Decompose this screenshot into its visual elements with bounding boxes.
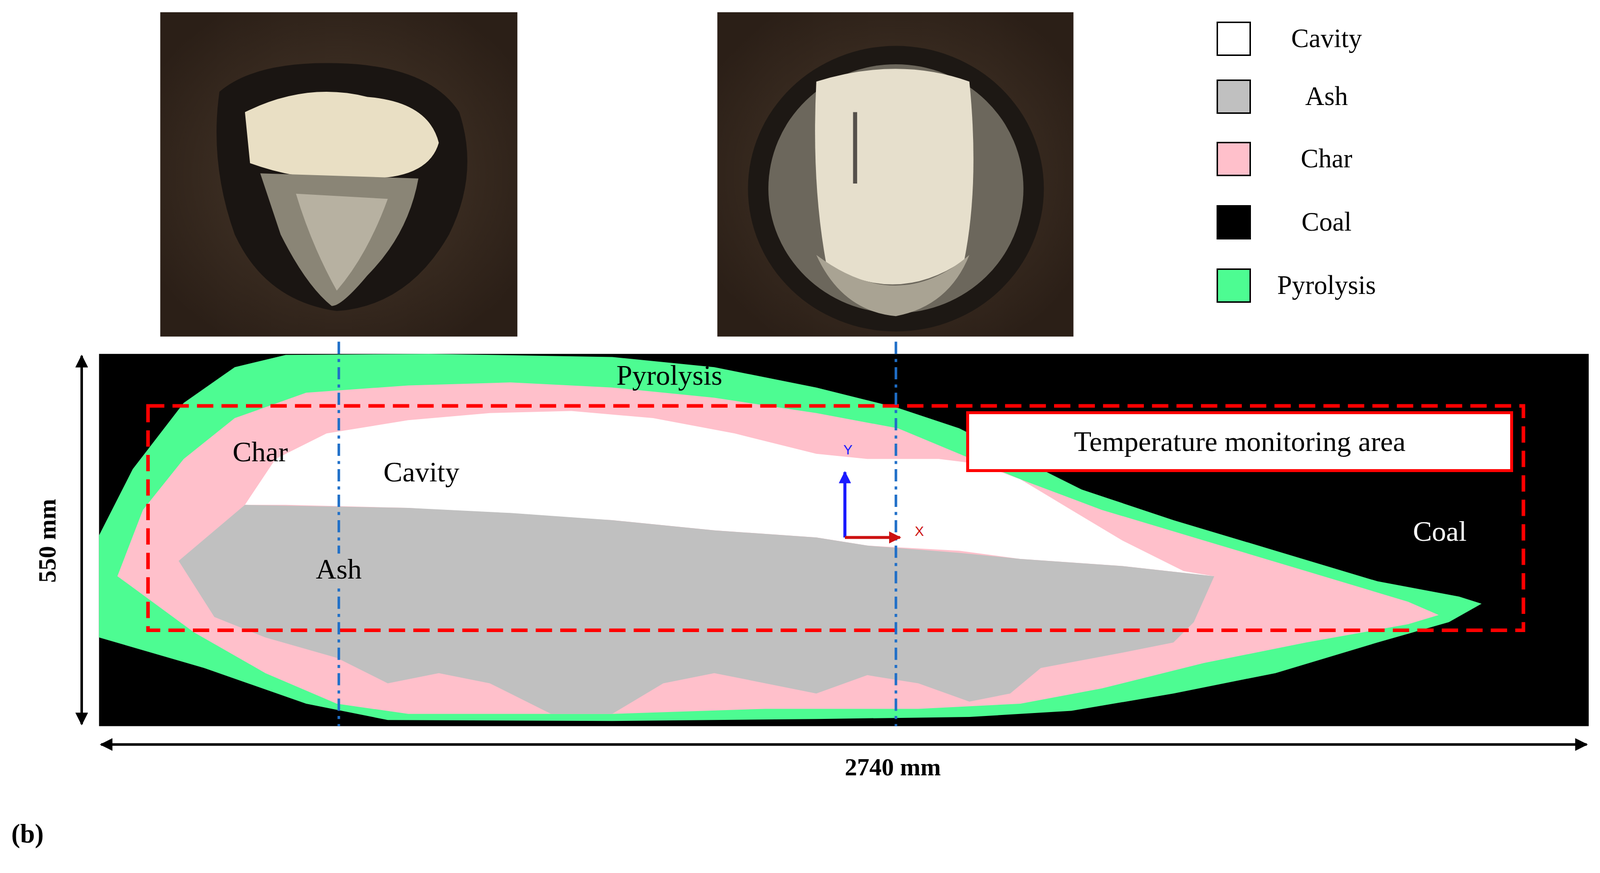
axis-arrow	[843, 472, 847, 538]
axis-label: Y	[843, 442, 853, 458]
axis-arrow	[844, 536, 900, 540]
zone-label: Cavity	[383, 456, 460, 489]
dimension-arrow	[101, 743, 1587, 747]
panel-label: (b)	[11, 819, 44, 849]
legend-swatch	[1216, 79, 1251, 114]
dimension-arrow	[80, 355, 83, 725]
callout-text: Temperature monitoring area	[1074, 426, 1407, 458]
photo-section-1	[160, 12, 517, 337]
legend-swatch	[1216, 141, 1251, 177]
legend-swatch	[1216, 21, 1251, 56]
legend-text: Cavity	[1291, 24, 1362, 54]
zone-label: Ash	[312, 553, 365, 586]
axis-label: X	[914, 523, 924, 540]
legend-text: Ash	[1304, 82, 1348, 112]
zone-label: Coal	[1412, 515, 1467, 548]
gasification-cross-section	[99, 353, 1589, 727]
section-line	[894, 341, 897, 727]
callout-box: Temperature monitoring area	[966, 411, 1514, 473]
dimension-label: 550 mm	[33, 498, 61, 583]
zone-label: Pyrolysis	[616, 359, 723, 392]
photo-section-2	[717, 12, 1074, 337]
dimension-label: 2740 mm	[844, 753, 942, 781]
legend-text: Char	[1300, 144, 1353, 174]
legend-swatch	[1216, 268, 1251, 303]
legend-text: Pyrolysis	[1276, 271, 1376, 300]
section-line	[337, 341, 341, 727]
legend-text: Coal	[1301, 207, 1352, 237]
legend-swatch	[1216, 205, 1251, 240]
monitoring-area-outline	[147, 406, 1524, 631]
zone-label: Char	[232, 436, 289, 468]
